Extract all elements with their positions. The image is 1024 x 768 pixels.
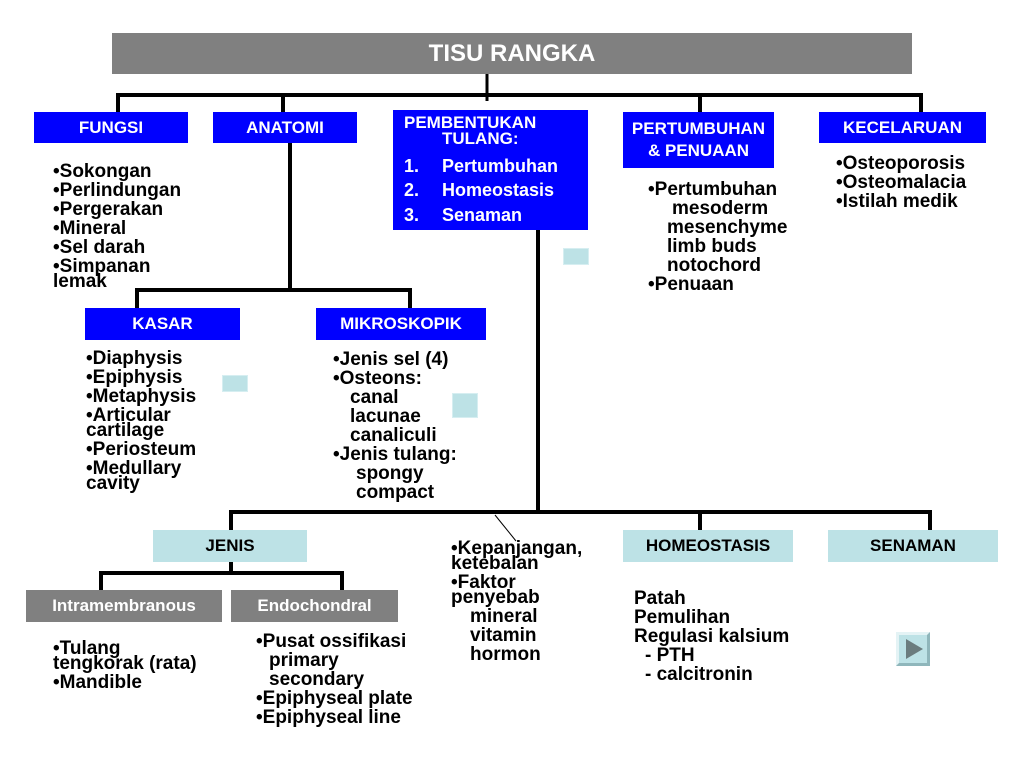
list-item: hormon	[470, 644, 541, 665]
list-item: mesoderm	[672, 198, 769, 219]
list-item: •Medullary	[86, 458, 182, 479]
list-item: lacunae	[350, 406, 421, 427]
kecelaruan-box: KECELARUAN	[819, 112, 986, 143]
list-item: spongy	[356, 463, 424, 484]
intramembranous-box: Intramembranous	[26, 590, 222, 622]
play-button[interactable]	[896, 632, 930, 666]
list-item: cartilage	[86, 420, 165, 441]
homeostasis-list: Patah Pemulihan Regulasi kalsium - PTH -…	[634, 589, 789, 684]
list-item: Pemulihan	[634, 607, 731, 628]
list-item: Patah	[634, 588, 686, 609]
list-item: •Articular	[86, 405, 171, 426]
list-item: •Pusat ossifikasi	[256, 631, 407, 652]
fungsi-box: FUNGSI	[34, 112, 188, 143]
fungsi-list: •Sokongan •Perlindungan •Pergerakan •Min…	[53, 162, 181, 291]
action-button[interactable]	[452, 393, 478, 418]
list-item: •Epiphyseal plate	[256, 688, 413, 709]
list-item: •Faktor	[451, 572, 516, 593]
list-item: •Metaphysis	[86, 386, 197, 407]
pertumbuhan-notes-list: •Kepanjangan, ketebalan •Faktor penyebab…	[451, 539, 582, 664]
senaman-box: SENAMAN	[828, 530, 998, 562]
pembentukan-item-number: 1.	[404, 156, 420, 176]
list-item: •Mineral	[53, 218, 127, 239]
pembentukan-heading-cont: TULANG:	[442, 129, 519, 148]
page-title: TISU RANGKA	[112, 33, 912, 74]
pembentukan-item-label: Homeostasis	[442, 180, 555, 200]
list-item: •Tulang	[53, 638, 121, 659]
list-item: cavity	[86, 473, 140, 494]
list-item: - calcitronin	[645, 664, 753, 685]
pertumbuhan-penuaan-box: PERTUMBUHAN & PENUAAN	[623, 112, 774, 168]
pertumbuhan-penuaan-list: •Pertumbuhan mesoderm mesenchyme limb bu…	[648, 180, 787, 294]
list-item: canal	[350, 387, 399, 408]
list-item: lemak	[53, 271, 107, 292]
jenis-box: JENIS	[153, 530, 307, 562]
action-button[interactable]	[222, 375, 248, 392]
pembentukan-heading: PEMBENTUKAN	[404, 113, 537, 132]
kecelaruan-list: •Osteoporosis •Osteomalacia •Istilah med…	[836, 154, 966, 211]
kasar-box: KASAR	[85, 308, 240, 340]
list-item: •Perlindungan	[53, 180, 182, 201]
list-item: ketebalan	[451, 553, 539, 574]
mikroskopik-box: MIKROSKOPIK	[316, 308, 486, 340]
list-item: tengkorak (rata)	[53, 653, 197, 674]
list-item: •Jenis tulang:	[333, 444, 457, 465]
pembentukan-item-number: 3.	[404, 205, 420, 225]
list-item: •Penuaan	[648, 274, 734, 295]
list-item: •Pertumbuhan	[648, 179, 778, 200]
list-item: •Istilah medik	[836, 191, 958, 212]
pembentukan-item-number: 2.	[404, 180, 420, 200]
anatomi-box: ANATOMI	[213, 112, 357, 143]
list-item: •Osteons:	[333, 368, 422, 389]
list-item: •Jenis sel (4)	[333, 349, 449, 370]
endochondral-box: Endochondral	[231, 590, 398, 622]
list-item: •Mandible	[53, 672, 142, 693]
action-button[interactable]	[563, 248, 589, 265]
list-item: compact	[356, 482, 435, 503]
list-item: vitamin	[470, 625, 537, 646]
list-item: •Epiphysis	[86, 367, 183, 388]
list-item: •Sokongan	[53, 161, 152, 182]
list-item: secondary	[269, 669, 365, 690]
list-item: mineral	[470, 606, 538, 627]
mikroskopik-list: •Jenis sel (4) •Osteons: canal lacunae c…	[333, 350, 457, 502]
list-item: primary	[269, 650, 339, 671]
list-item: canaliculi	[350, 425, 437, 446]
list-item: •Kepanjangan,	[451, 538, 583, 559]
intramembranous-list: •Tulang tengkorak (rata) •Mandible	[53, 639, 197, 692]
pertumbuhan-penuaan-label-2: & PENUAAN	[647, 141, 750, 160]
list-item: •Simpanan	[53, 256, 151, 277]
list-item: limb buds	[667, 236, 757, 257]
pembentukan-box: PEMBENTUKAN TULANG: 1. Pertumbuhan 2. Ho…	[393, 110, 588, 230]
list-item: Regulasi kalsium	[634, 626, 790, 647]
kasar-list: •Diaphysis •Epiphysis •Metaphysis •Artic…	[86, 349, 196, 493]
list-item: •Pergerakan	[53, 199, 164, 220]
list-item: mesenchyme	[667, 217, 788, 238]
pembentukan-item-label: Pertumbuhan	[442, 156, 559, 176]
play-icon	[906, 639, 923, 659]
list-item: •Osteomalacia	[836, 172, 967, 193]
pertumbuhan-penuaan-label-1: PERTUMBUHAN	[631, 119, 766, 138]
list-item: •Epiphyseal line	[256, 707, 401, 728]
list-item: •Periosteum	[86, 439, 197, 460]
list-item: •Diaphysis	[86, 348, 183, 369]
list-item: - PTH	[645, 645, 695, 666]
homeostasis-box: HOMEOSTASIS	[623, 530, 793, 562]
list-item: •Sel darah	[53, 237, 146, 258]
endochondral-list: •Pusat ossifikasi primary secondary •Epi…	[256, 632, 413, 727]
pembentukan-item-label: Senaman	[442, 205, 523, 225]
list-item: penyebab	[451, 587, 540, 608]
list-item: •Osteoporosis	[836, 153, 966, 174]
list-item: notochord	[667, 255, 761, 276]
